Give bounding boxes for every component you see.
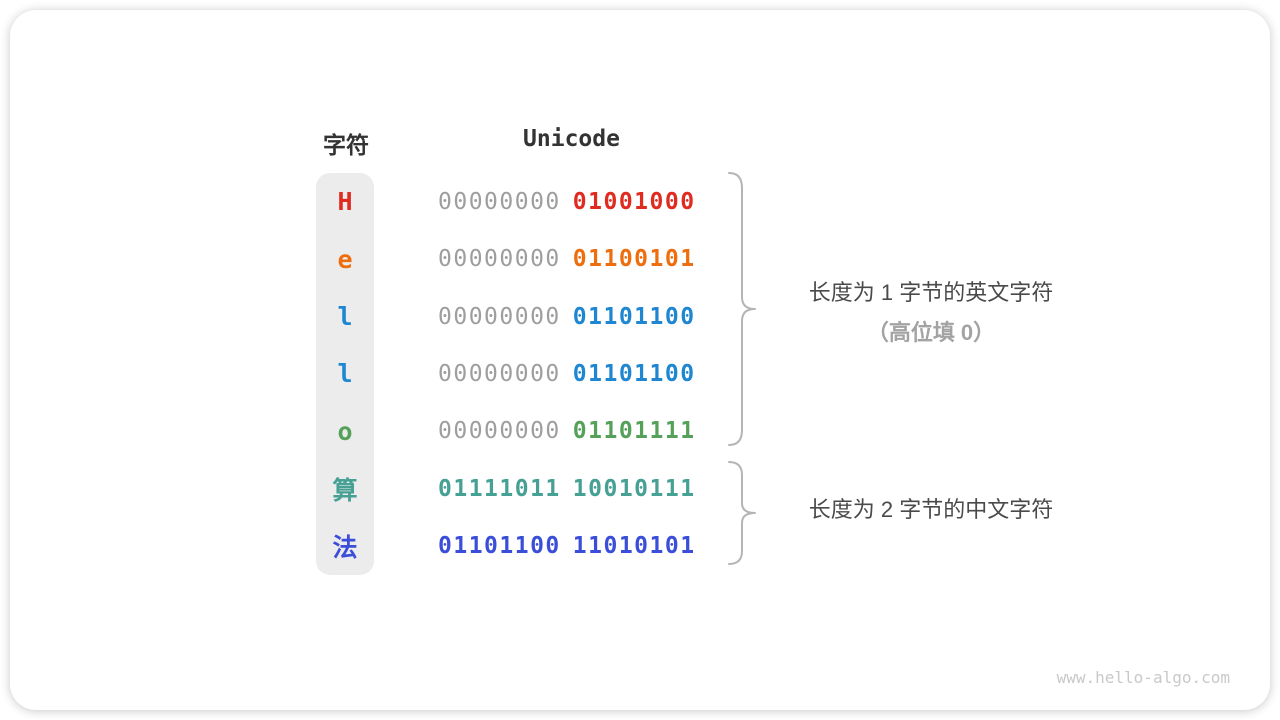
annotation-line-primary: 长度为 2 字节的中文字符 xyxy=(808,497,1054,522)
character-cell: o xyxy=(337,416,353,446)
character-cell: e xyxy=(337,244,353,274)
unicode-binary: 00000000 01001000 xyxy=(438,189,696,215)
character-cell: l xyxy=(337,302,353,332)
table-row: 法 01101100 11010101 xyxy=(316,518,736,575)
unicode-table: H 00000000 01001000 e 00000000 01100101 l … xyxy=(316,173,736,575)
character-cell: 算 xyxy=(332,475,358,505)
unicode-binary: 00000000 01101100 xyxy=(438,361,696,387)
binary-byte-1: 00000000 xyxy=(438,360,561,387)
binary-byte-1: 00000000 xyxy=(438,246,561,273)
annotation-line-primary: 长度为 1 字节的英文字符 xyxy=(808,280,1054,305)
binary-byte-1: 01111011 xyxy=(438,475,561,502)
table-row: l 00000000 01101100 xyxy=(316,345,736,402)
brace-chinese-chars xyxy=(728,461,756,565)
unicode-binary: 01101100 11010101 xyxy=(438,533,696,559)
annotation-english-chars: 长度为 1 字节的英文字符 （高位填 0） xyxy=(766,273,1096,353)
watermark-url: www.hello-algo.com xyxy=(1056,668,1230,687)
diagram-card: 字符 Unicode H 00000000 01001000 e 00000000… xyxy=(10,10,1270,710)
binary-byte-2: 01101111 xyxy=(572,418,696,445)
binary-byte-2: 01101100 xyxy=(572,303,696,330)
character-cell: l xyxy=(337,359,353,389)
table-row: H 00000000 01001000 xyxy=(316,173,736,230)
binary-byte-2: 01101100 xyxy=(572,360,696,387)
unicode-binary: 00000000 01101100 xyxy=(438,304,696,330)
annotation-line-secondary: （高位填 0） xyxy=(866,320,996,345)
brace-english-chars xyxy=(728,172,756,446)
unicode-binary: 01111011 10010111 xyxy=(438,476,696,502)
binary-byte-1: 01101100 xyxy=(438,533,561,560)
annotation-chinese-chars: 长度为 2 字节的中文字符 xyxy=(766,490,1096,530)
table-row: e 00000000 01100101 xyxy=(316,230,736,287)
character-column-background xyxy=(316,173,374,575)
binary-byte-2: 11010101 xyxy=(572,533,696,560)
binary-byte-1: 00000000 xyxy=(438,188,561,215)
column-header-character: 字符 xyxy=(323,132,369,158)
unicode-binary: 00000000 01101111 xyxy=(438,418,696,444)
table-row: o 00000000 01101111 xyxy=(316,403,736,460)
binary-byte-1: 00000000 xyxy=(438,418,561,445)
binary-byte-1: 00000000 xyxy=(438,303,561,330)
column-header-unicode: Unicode xyxy=(523,126,620,152)
binary-byte-2: 01001000 xyxy=(572,188,696,215)
binary-byte-2: 10010111 xyxy=(572,475,696,502)
character-cell: 法 xyxy=(332,533,358,563)
table-row: l 00000000 01101100 xyxy=(316,288,736,345)
binary-byte-2: 01100101 xyxy=(572,246,696,273)
table-row: 算 01111011 10010111 xyxy=(316,460,736,517)
unicode-binary: 00000000 01100101 xyxy=(438,246,696,272)
character-cell: H xyxy=(337,187,353,217)
